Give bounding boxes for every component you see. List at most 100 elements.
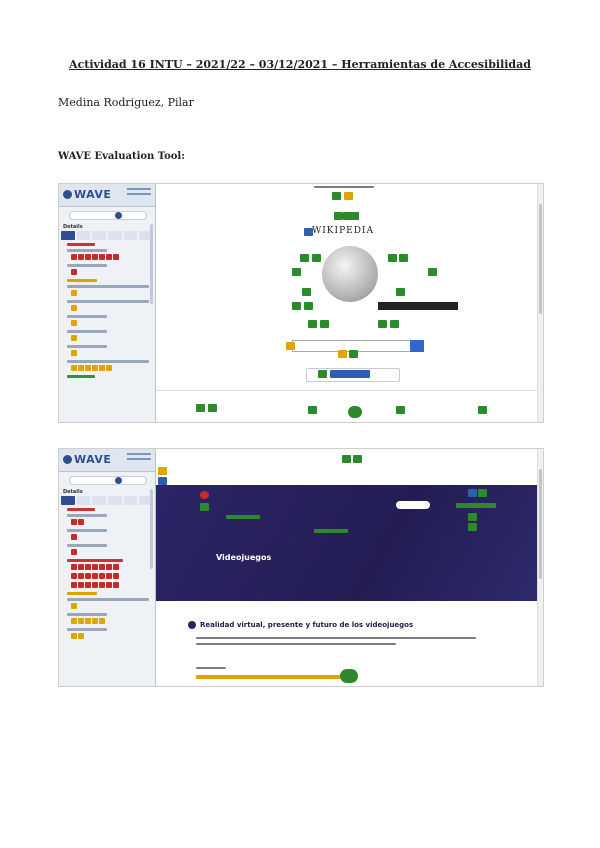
feature-icon[interactable] — [318, 370, 327, 378]
structure-icon[interactable] — [158, 477, 167, 485]
feature-icon[interactable] — [200, 503, 209, 511]
site-logo-icon[interactable] — [200, 491, 209, 499]
feature-icon[interactable] — [196, 404, 205, 412]
alert-icons[interactable] — [71, 618, 149, 625]
alert-icons[interactable] — [71, 365, 149, 372]
feature-icon[interactable] — [292, 302, 301, 310]
feature-icon[interactable] — [334, 212, 343, 220]
wave-screenshot-videojuegos: WAVE Details — [58, 448, 544, 687]
alert-item[interactable] — [67, 360, 149, 363]
feature-icon[interactable] — [468, 513, 477, 521]
wave-tabs[interactable] — [59, 496, 155, 505]
feature-icon[interactable] — [349, 350, 358, 358]
errors-heading[interactable] — [67, 243, 95, 246]
structure-icon[interactable] — [468, 489, 477, 497]
wave-details-label: Details — [63, 489, 83, 495]
feature-icon[interactable] — [332, 192, 341, 200]
feature-icon[interactable] — [353, 455, 362, 463]
feature-icon[interactable] — [304, 302, 313, 310]
alert-icons[interactable] — [71, 335, 149, 342]
feature-icon[interactable] — [396, 288, 405, 296]
wave-header-links[interactable] — [127, 188, 151, 198]
alert-icons[interactable] — [71, 305, 149, 312]
alert-icons[interactable] — [71, 350, 149, 357]
article-text-line — [196, 637, 476, 639]
contrast-icons[interactable] — [71, 582, 149, 589]
error-icons[interactable] — [71, 254, 149, 261]
alert-item[interactable] — [67, 330, 107, 333]
error-item[interactable] — [67, 544, 107, 547]
feature-icon[interactable] — [320, 320, 329, 328]
error-icons[interactable] — [71, 549, 149, 556]
feature-icon[interactable] — [342, 455, 351, 463]
alert-item[interactable] — [67, 598, 149, 601]
structure-icon[interactable] — [304, 228, 313, 236]
feature-icon[interactable] — [226, 515, 260, 519]
contrast-heading[interactable] — [67, 559, 123, 562]
alert-item[interactable] — [67, 345, 107, 348]
alerts-heading[interactable] — [67, 592, 97, 595]
page-scrollbar[interactable] — [537, 184, 543, 422]
alert-icons[interactable] — [71, 290, 149, 297]
wikipedia-search-button[interactable] — [410, 340, 424, 352]
wikipedia-globe-icon — [322, 246, 378, 302]
alert-item[interactable] — [67, 285, 149, 288]
alert-icon[interactable] — [338, 350, 347, 358]
feature-icon[interactable] — [456, 503, 496, 508]
errors-heading[interactable] — [67, 508, 95, 511]
error-icons[interactable] — [71, 269, 149, 276]
error-item[interactable] — [67, 249, 107, 252]
alert-item[interactable] — [67, 613, 107, 616]
alert-icon[interactable] — [286, 342, 295, 350]
feature-icon[interactable] — [340, 669, 358, 683]
feature-icon[interactable] — [396, 406, 405, 414]
feature-icon[interactable] — [478, 406, 487, 414]
feature-icon[interactable] — [378, 320, 387, 328]
feature-icon[interactable] — [468, 523, 477, 531]
error-icons[interactable] — [71, 519, 149, 526]
wave-logo-icon — [63, 455, 72, 464]
wave-scrollbar[interactable] — [150, 224, 153, 304]
alert-icons[interactable] — [71, 633, 149, 640]
wave-scrollbar[interactable] — [150, 489, 153, 569]
search-input[interactable] — [396, 501, 430, 509]
feature-icon[interactable] — [390, 320, 399, 328]
feature-icon[interactable] — [388, 254, 397, 262]
language-selector[interactable] — [306, 368, 400, 382]
features-heading[interactable] — [67, 375, 95, 378]
error-item[interactable] — [67, 264, 107, 267]
wave-header-links[interactable] — [127, 453, 151, 463]
wave-tabs[interactable] — [59, 231, 155, 240]
feature-icon[interactable] — [399, 254, 408, 262]
wave-styles-toggle[interactable] — [59, 472, 155, 488]
feature-icon[interactable] — [292, 268, 301, 276]
alert-item[interactable] — [67, 315, 107, 318]
feature-icon[interactable] — [308, 320, 317, 328]
contrast-icons[interactable] — [71, 564, 149, 571]
alerts-heading[interactable] — [67, 279, 97, 282]
alert-icons[interactable] — [71, 320, 149, 327]
feature-icon[interactable] — [343, 212, 359, 220]
alert-item[interactable] — [67, 300, 149, 303]
error-icons[interactable] — [71, 534, 149, 541]
feature-icon[interactable] — [300, 254, 309, 262]
feature-icon[interactable] — [208, 404, 217, 412]
feature-icon[interactable] — [428, 268, 437, 276]
alert-icons[interactable] — [196, 675, 346, 679]
wave-styles-toggle[interactable] — [59, 207, 155, 223]
alert-icon[interactable] — [158, 467, 167, 475]
alert-icon[interactable] — [344, 192, 353, 200]
feature-icon[interactable] — [348, 406, 362, 418]
page-scrollbar[interactable] — [537, 449, 543, 686]
alert-icons[interactable] — [71, 603, 149, 610]
contrast-icons[interactable] — [71, 573, 149, 580]
feature-icon[interactable] — [478, 489, 487, 497]
error-item[interactable] — [67, 514, 107, 517]
structure-icon[interactable] — [330, 370, 370, 378]
feature-icon[interactable] — [312, 254, 321, 262]
feature-icon[interactable] — [308, 406, 317, 414]
feature-icon[interactable] — [314, 529, 348, 533]
error-item[interactable] — [67, 529, 107, 532]
alert-item[interactable] — [67, 628, 107, 631]
feature-icon[interactable] — [302, 288, 311, 296]
